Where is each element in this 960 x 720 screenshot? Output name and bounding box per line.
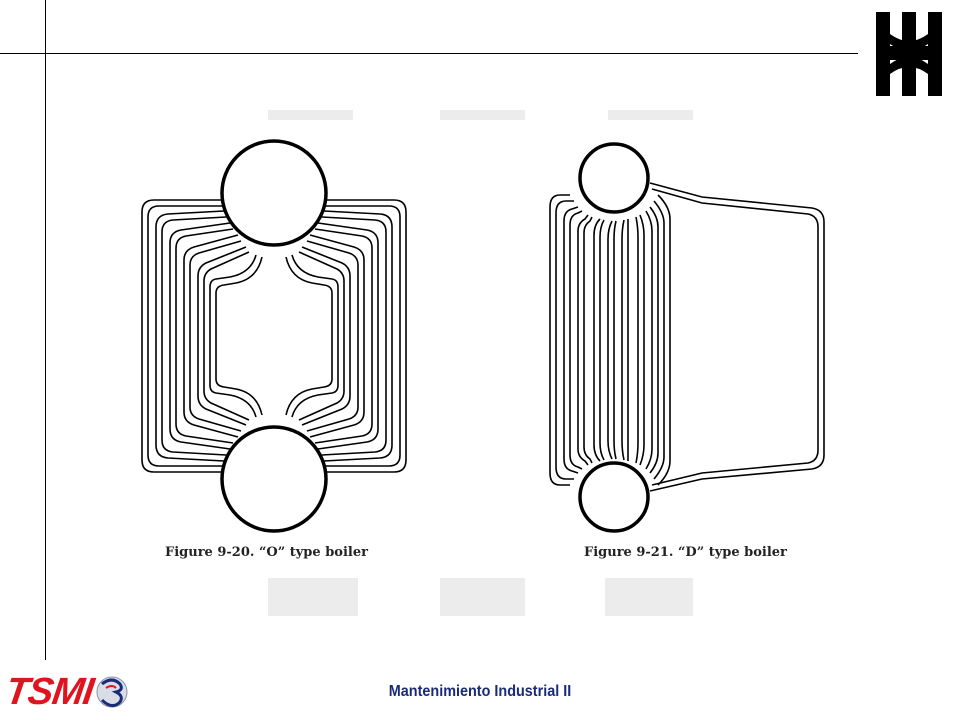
scan-shade <box>268 578 358 616</box>
vertical-rule <box>45 0 46 660</box>
figure-d-caption: Figure 9-21. “D” type boiler <box>584 545 787 560</box>
o-type-boiler-drawing <box>141 139 407 533</box>
figure-o-caption: Figure 9-20. “O” type boiler <box>165 545 368 560</box>
tsmi-swirl-logo-icon <box>96 676 128 708</box>
scan-shade <box>440 110 525 120</box>
footer-course-title: Mantenimiento Industrial II <box>388 683 572 700</box>
scan-shade <box>440 578 525 616</box>
utn-logo-icon <box>876 12 942 96</box>
scan-shade <box>605 578 693 616</box>
scan-shade <box>268 110 353 120</box>
d-type-boiler-diagram <box>530 105 860 625</box>
scan-shade <box>608 110 693 120</box>
o-type-boiler-diagram <box>126 105 456 625</box>
horizontal-rule <box>0 53 858 54</box>
d-type-boiler-drawing <box>549 142 825 533</box>
